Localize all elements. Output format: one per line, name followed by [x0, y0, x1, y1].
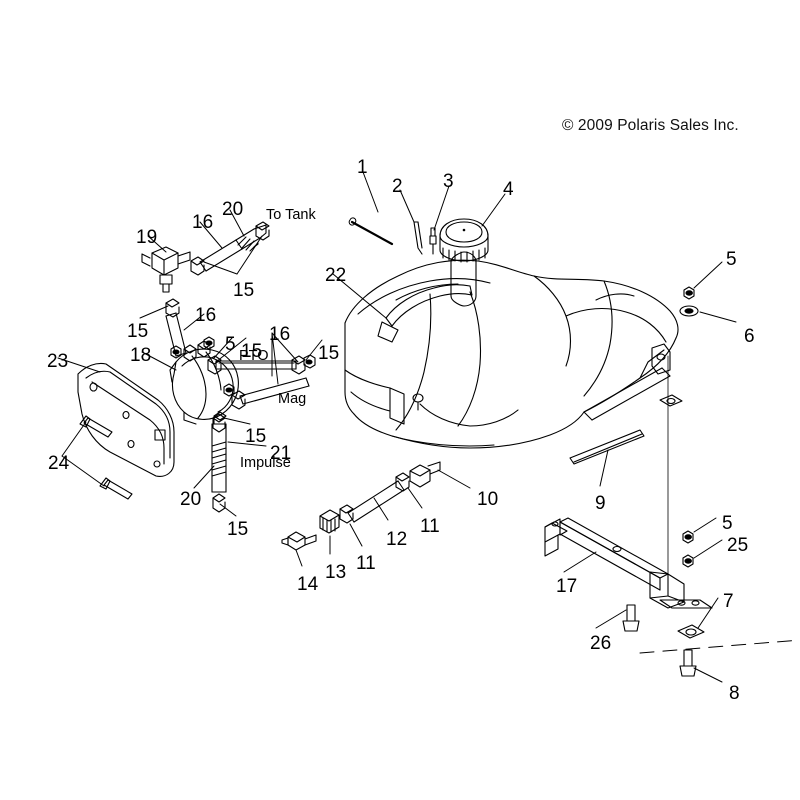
callout-20b: 20 — [180, 489, 202, 510]
fuel-cap-assembly — [439, 218, 489, 307]
callout-8: 8 — [729, 683, 740, 704]
plate-part7 — [677, 624, 705, 639]
vent-pipe-part2 — [413, 221, 423, 255]
vent-valve-part3 — [429, 227, 437, 255]
impulse-line-part21 — [211, 413, 227, 513]
callout-21: 21 — [270, 443, 292, 464]
callout-15d: 15 — [318, 343, 340, 364]
callout-9: 9 — [595, 493, 606, 514]
callout-5c: 5 — [722, 513, 733, 534]
mount-plate-part23 — [77, 362, 175, 477]
callout-11b: 11 — [356, 553, 376, 574]
flange-plate — [659, 394, 683, 407]
bolt-part26 — [622, 604, 640, 632]
bolts-part24 — [79, 415, 133, 500]
callout-15c: 15 — [241, 341, 263, 362]
vent-tube-part1 — [348, 217, 394, 246]
callout-15e: 15 — [245, 426, 267, 447]
callout-17: 17 — [556, 576, 578, 597]
callout-15b: 15 — [127, 321, 149, 342]
fuel-hose-assembly — [281, 461, 441, 551]
callout-leaders — [57, 171, 737, 683]
fuel-pump-part18 — [169, 336, 239, 425]
callout-16c: 16 — [269, 324, 291, 345]
callout-11a: 11 — [420, 516, 440, 537]
callout-16a: 16 — [192, 212, 214, 233]
callout-7: 7 — [723, 591, 734, 612]
callout-15f: 15 — [227, 519, 249, 540]
fuel-line-to-tank — [190, 221, 270, 276]
fuel-valve-part19 — [141, 246, 191, 293]
callout-1: 1 — [357, 157, 368, 178]
nuts-5-25 — [682, 530, 694, 568]
callout-3: 3 — [443, 171, 454, 192]
nut-washer-right — [679, 286, 699, 317]
text-label-impulse: Impulse — [240, 455, 291, 471]
callout-24: 24 — [48, 453, 70, 474]
text-label-pto: PTO — [239, 348, 269, 364]
fuel-tank-body — [344, 259, 679, 449]
pto-fuel-line — [207, 354, 316, 375]
bolt-part8 — [679, 649, 697, 677]
callout-18: 18 — [130, 345, 152, 366]
callout-16b: 16 — [195, 305, 217, 326]
callout-25: 25 — [727, 535, 749, 556]
callout-4: 4 — [503, 179, 514, 200]
callout-6: 6 — [744, 326, 755, 347]
callout-12: 12 — [386, 529, 408, 550]
callout-5b: 5 — [225, 334, 236, 355]
callout-19: 19 — [136, 227, 158, 248]
callout-15a: 15 — [233, 280, 255, 301]
callout-2: 2 — [392, 176, 403, 197]
support-bracket-part17 — [544, 355, 713, 609]
callout-13: 13 — [325, 562, 347, 583]
callout-23: 23 — [47, 351, 69, 372]
callout-22: 22 — [325, 265, 347, 286]
callout-10: 10 — [477, 489, 499, 510]
tank-rail-strip-part9 — [569, 429, 645, 465]
callout-26: 26 — [590, 633, 612, 654]
text-label-to-tank: To Tank — [266, 207, 316, 223]
fuel-line-lower-left — [165, 298, 187, 357]
callout-14: 14 — [297, 574, 319, 595]
callout-20a: 20 — [222, 199, 244, 220]
callout-5a: 5 — [726, 249, 737, 270]
copyright-notice: © 2009 Polaris Sales Inc. — [562, 117, 739, 134]
text-label-mag: Mag — [278, 391, 307, 407]
